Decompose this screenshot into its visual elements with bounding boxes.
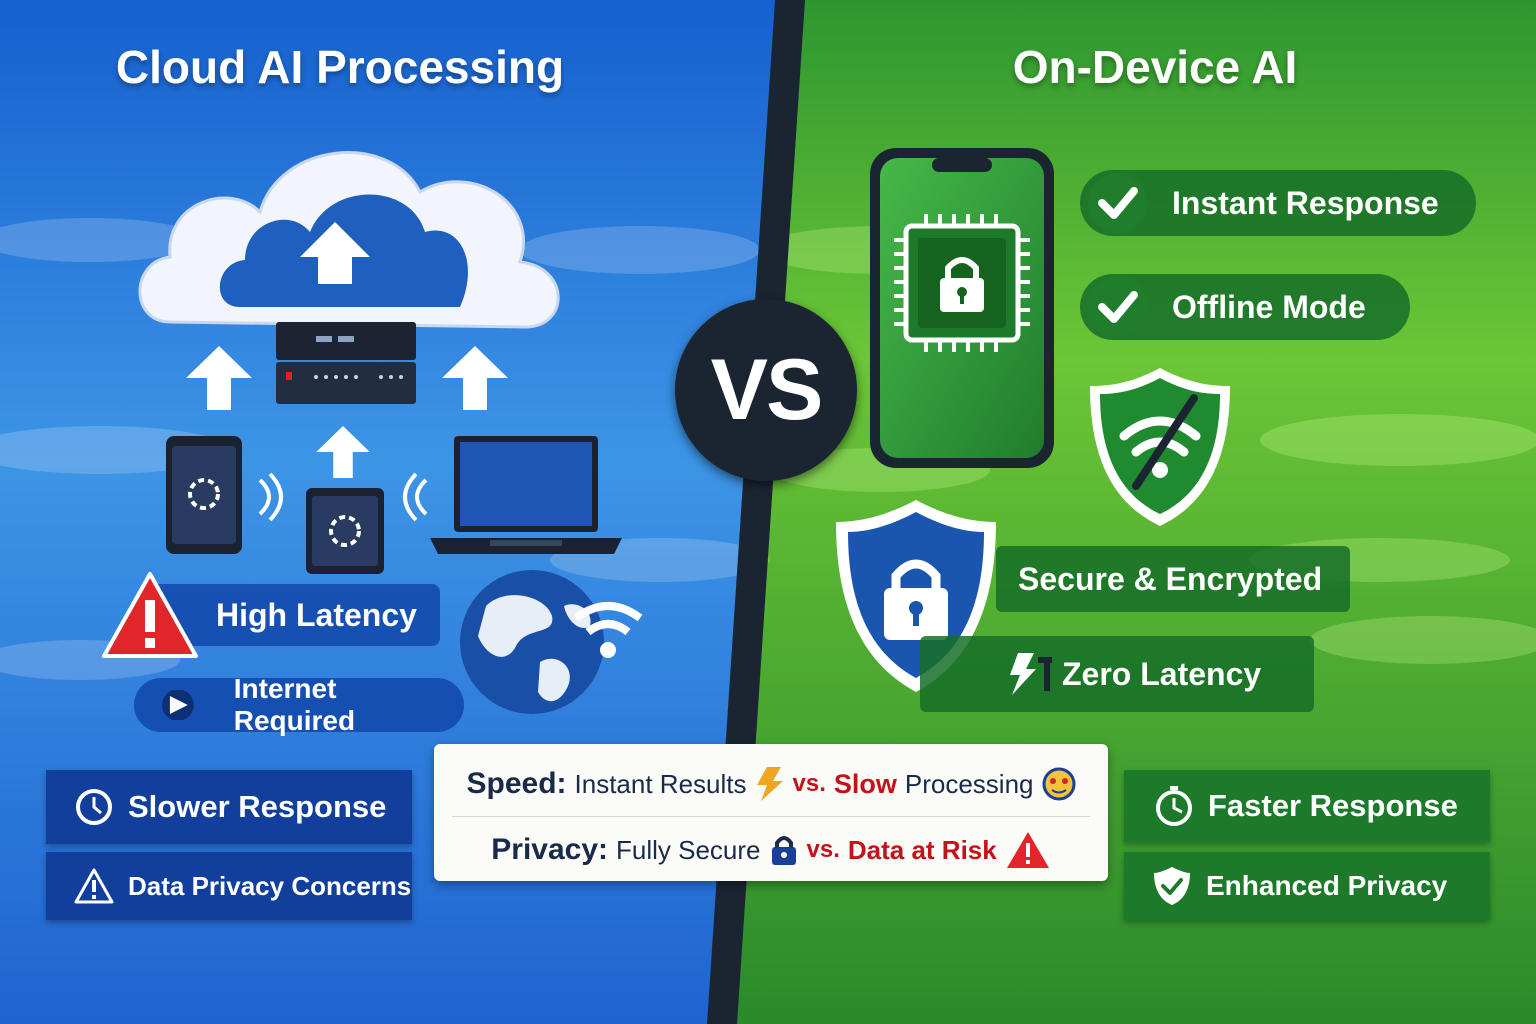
vs-badge: VS bbox=[675, 299, 857, 481]
warning-icon bbox=[1006, 832, 1049, 868]
wireless-signal-icon bbox=[403, 472, 428, 522]
cloud-upload-icon bbox=[138, 151, 560, 329]
server-icon bbox=[276, 322, 416, 404]
laptop-icon bbox=[430, 436, 622, 554]
no-wifi-shield-icon bbox=[1090, 368, 1230, 526]
secure-encrypted-pill: Secure & Encrypted bbox=[996, 546, 1350, 612]
lightning-icon bbox=[756, 767, 783, 801]
warning-icon bbox=[102, 572, 198, 658]
privacy-vs-text: vs. bbox=[806, 836, 840, 863]
data-privacy-concerns-label: Data Privacy Concerns bbox=[128, 870, 412, 901]
internet-required-label: Internet Required bbox=[233, 673, 356, 736]
speed-comparison-row: Speed: Instant Results vs. Slow Processi… bbox=[434, 762, 1108, 806]
speed-label: Speed: bbox=[466, 767, 567, 800]
smartphone-icon bbox=[166, 436, 242, 554]
clock-icon bbox=[76, 789, 112, 825]
high-latency-label: High Latency bbox=[216, 596, 417, 633]
privacy-label: Privacy: bbox=[491, 833, 609, 866]
faster-response-box: Faster Response bbox=[1124, 770, 1490, 842]
data-privacy-concerns-box: Data Privacy Concerns bbox=[46, 852, 412, 920]
instant-response-pill: Instant Response bbox=[1080, 170, 1476, 236]
timer-icon bbox=[1156, 786, 1192, 826]
tablet-icon bbox=[306, 488, 384, 574]
wireless-signal-icon bbox=[258, 472, 283, 522]
secure-encrypted-label: Secure & Encrypted bbox=[1018, 560, 1323, 597]
slower-response-box: Slower Response bbox=[46, 770, 412, 844]
upload-arrow-icon bbox=[316, 426, 370, 478]
cloud-ai-title: Cloud AI Processing bbox=[115, 41, 565, 93]
offline-mode-label: Offline Mode bbox=[1172, 288, 1366, 325]
checkmark-icon bbox=[1088, 173, 1148, 233]
shield-check-icon bbox=[1154, 867, 1190, 905]
privacy-comparison-row: Privacy: Fully Secure vs. Data at Risk bbox=[434, 828, 1108, 872]
zero-latency-pill: Zero Latency bbox=[920, 636, 1314, 712]
zero-latency-label: Zero Latency bbox=[1062, 655, 1262, 692]
lock-icon bbox=[771, 836, 796, 865]
privacy-risk-text: Data at Risk bbox=[847, 834, 997, 865]
offline-mode-pill: Offline Mode bbox=[1080, 274, 1410, 340]
faster-response-label: Faster Response bbox=[1208, 788, 1458, 823]
comparison-divider bbox=[452, 816, 1090, 817]
vs-label: VS bbox=[710, 341, 824, 438]
checkmark-icon bbox=[1088, 277, 1148, 337]
high-latency-pill: High Latency bbox=[150, 584, 440, 646]
on-device-ai-title: On-Device AI bbox=[1012, 41, 1298, 93]
comparison-card: Speed: Instant Results vs. Slow Processi… bbox=[434, 744, 1108, 881]
warning-icon bbox=[74, 868, 114, 904]
internet-required-pill: Internet Required bbox=[134, 673, 464, 736]
enhanced-privacy-box: Enhanced Privacy bbox=[1124, 852, 1490, 920]
dizzy-face-icon bbox=[1042, 767, 1076, 801]
privacy-good-text: Fully Secure bbox=[616, 834, 761, 865]
enhanced-privacy-label: Enhanced Privacy bbox=[1206, 870, 1448, 901]
speed-good-text: Instant Results bbox=[574, 768, 747, 799]
lightning-icon bbox=[1010, 653, 1052, 695]
upload-arrow-icon bbox=[186, 346, 252, 410]
speed-processing-text: Processing bbox=[904, 768, 1034, 799]
upload-arrow-icon bbox=[442, 346, 508, 410]
instant-response-label: Instant Response bbox=[1172, 184, 1439, 221]
speed-vs-text: vs. bbox=[792, 770, 826, 797]
globe-icon bbox=[460, 570, 643, 714]
speed-slow-text: Slow bbox=[833, 768, 897, 799]
smartphone-chip-icon bbox=[870, 148, 1054, 468]
signal-icon bbox=[161, 690, 194, 720]
slower-response-label: Slower Response bbox=[128, 789, 387, 824]
